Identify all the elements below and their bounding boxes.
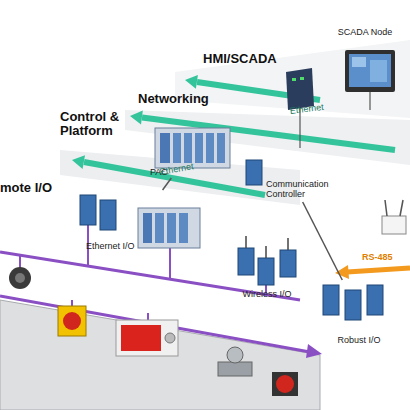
arrow-head — [72, 155, 85, 169]
fieldbus-line — [0, 252, 300, 300]
robust-module — [323, 285, 339, 315]
selector-knob — [165, 333, 175, 343]
screen-window — [370, 60, 387, 82]
display-housing — [116, 320, 178, 356]
device-link — [163, 178, 172, 190]
rack-module — [155, 213, 164, 243]
device-node: Communication Controller — [242, 156, 340, 202]
arrow-head — [185, 75, 198, 89]
estop-housing — [58, 306, 86, 336]
pac-module — [217, 133, 225, 163]
device-label: Communication Controller — [266, 180, 340, 200]
device-node: Ethernet I/O — [74, 190, 206, 252]
arrow-head — [130, 111, 143, 125]
tier-title: mote I/O — [0, 181, 70, 195]
controller-module — [246, 160, 262, 185]
antenna — [245, 236, 247, 248]
device-node: Wireless I/O — [232, 244, 302, 300]
wireless-module — [258, 258, 274, 285]
antenna — [400, 200, 403, 216]
io-module — [80, 195, 96, 225]
antenna — [385, 200, 387, 216]
tier-title: Control & Platform — [60, 110, 128, 139]
tier-title: HMI/SCADA — [203, 52, 293, 66]
robust-module — [345, 290, 361, 320]
device-label: Wireless I/O — [242, 290, 291, 300]
switch-led — [292, 78, 296, 81]
monitor-screen — [349, 54, 391, 87]
rack-module — [179, 213, 188, 243]
pac-module — [160, 133, 170, 163]
wireless-module — [280, 250, 296, 277]
io-rack — [138, 208, 200, 248]
device-label: Robust I/O — [337, 336, 380, 346]
field-panel — [0, 300, 320, 410]
device-node: Robust I/O — [318, 280, 400, 346]
arrow-head — [306, 344, 322, 358]
pac-module — [173, 133, 181, 163]
pac-module — [206, 133, 214, 163]
bus-label: RS-485 — [362, 253, 408, 263]
io-module — [100, 200, 116, 230]
tier-title: Networking — [138, 92, 228, 106]
pac-module — [184, 133, 192, 163]
device-label: SCADA Node — [338, 28, 393, 38]
cable — [369, 92, 370, 110]
flowmeter — [227, 347, 243, 363]
switch-led — [300, 77, 304, 80]
buzzer — [9, 267, 31, 289]
pushbutton — [276, 375, 294, 393]
screen-window — [352, 57, 366, 67]
device-node: SCADA Node — [325, 28, 405, 96]
rack-module — [143, 213, 152, 243]
rack-module — [167, 213, 176, 243]
monitor — [345, 50, 395, 92]
pushbutton-housing — [272, 372, 298, 396]
fieldbus-drop — [169, 248, 171, 279]
pac-module — [195, 133, 203, 163]
estop-button — [63, 312, 81, 330]
serial-arrow — [347, 268, 410, 272]
buzzer-center — [15, 273, 25, 283]
tier-plane — [125, 110, 410, 165]
robust-module — [367, 285, 383, 315]
flowmeter-pipe — [218, 362, 252, 376]
wireless-module — [238, 248, 254, 275]
led-display — [121, 325, 161, 351]
device-label: Ethernet I/O — [86, 242, 135, 252]
device-link — [303, 202, 343, 280]
antenna — [265, 246, 267, 258]
tier-plane — [175, 40, 410, 118]
antenna — [287, 238, 289, 250]
wireless-router — [382, 216, 406, 234]
fieldbus-drop — [147, 313, 149, 320]
arrow-head — [335, 265, 349, 279]
